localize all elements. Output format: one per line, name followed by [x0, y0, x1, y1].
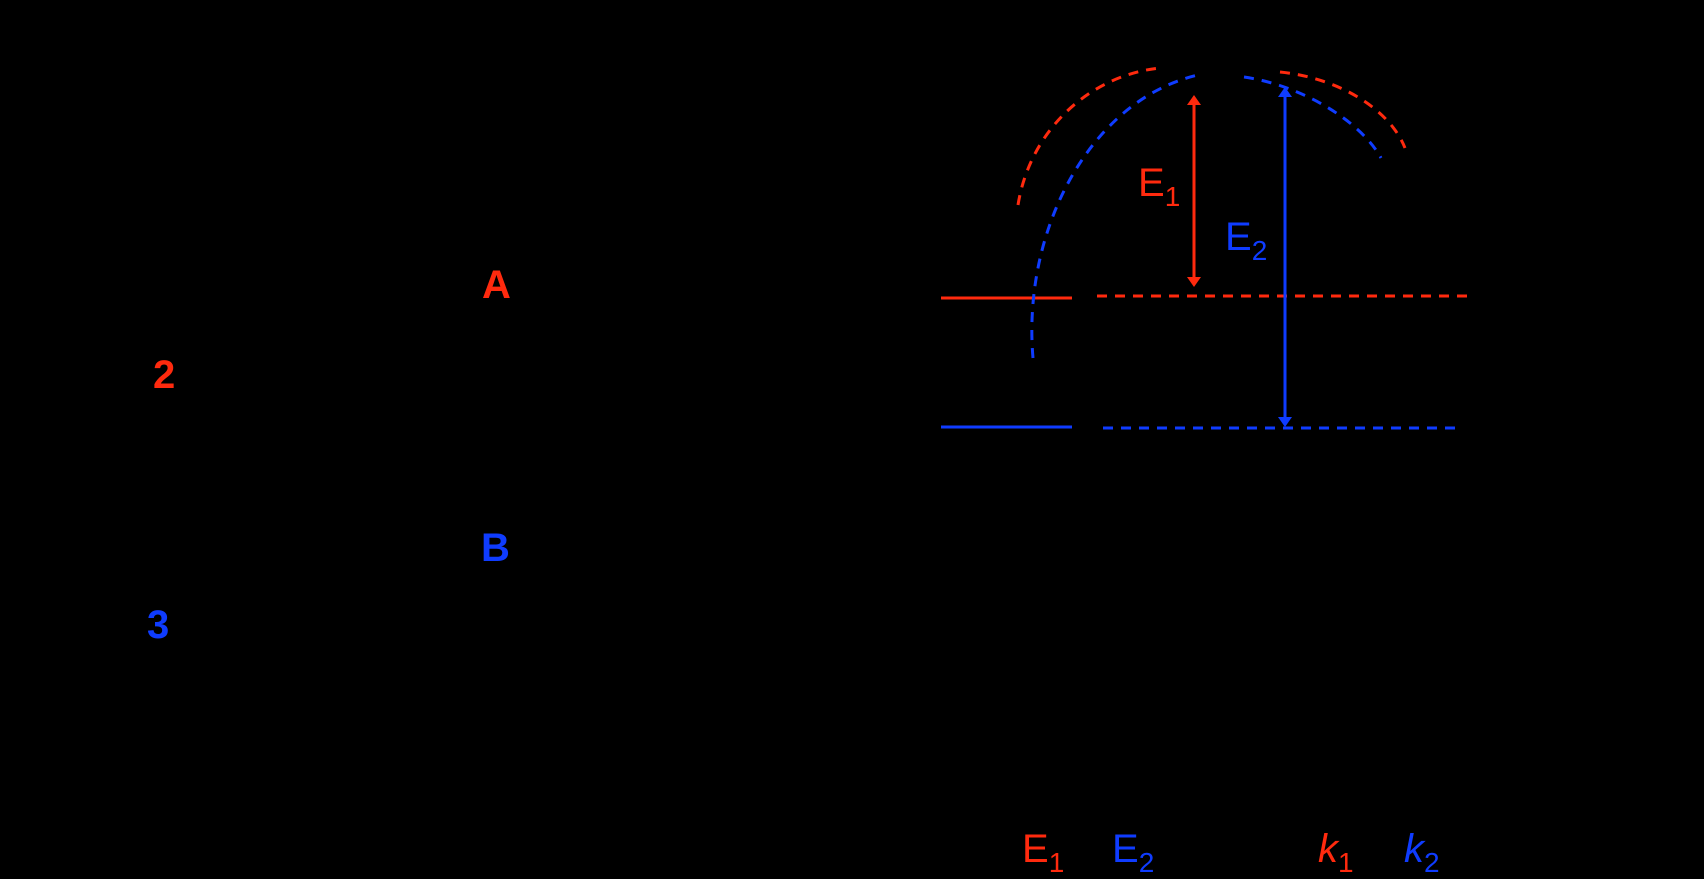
bottom-k1-sub: 1: [1338, 847, 1354, 878]
bottom-e2-main: E: [1112, 827, 1139, 871]
bottom-e1-main: E: [1022, 827, 1049, 871]
bottom-e2-sub: 2: [1139, 847, 1155, 878]
bottom-k1-label: k1: [1318, 827, 1354, 878]
species-b-label: B: [481, 526, 510, 570]
blue-barrier-curve-left: [1030, 73, 1199, 359]
red-barrier-curve-right: [1279, 70, 1407, 149]
compound-2-label: 2: [153, 353, 175, 397]
compound-3-label: 3: [147, 603, 169, 647]
red-barrier-curve-left: [1016, 66, 1161, 206]
bottom-k2-sub: 2: [1424, 847, 1440, 878]
bottom-e1-label: E1: [1022, 827, 1064, 878]
e1-energy-sub: 1: [1165, 181, 1181, 212]
bottom-k1-main: k: [1318, 827, 1340, 871]
bottom-k2-main: k: [1404, 827, 1426, 871]
species-a-label: A: [482, 263, 511, 307]
bottom-k2-label: k2: [1404, 827, 1440, 878]
blue-barrier-curve-right: [1243, 75, 1383, 159]
e1-energy-main: E: [1138, 161, 1165, 205]
e2-energy-sub: 2: [1252, 235, 1268, 266]
e1-energy-label: E1: [1138, 161, 1180, 212]
e2-energy-main: E: [1225, 215, 1252, 259]
e2-energy-label: E2: [1225, 215, 1267, 266]
bottom-e2-label: E2: [1112, 827, 1154, 878]
bottom-e1-sub: 1: [1049, 847, 1065, 878]
